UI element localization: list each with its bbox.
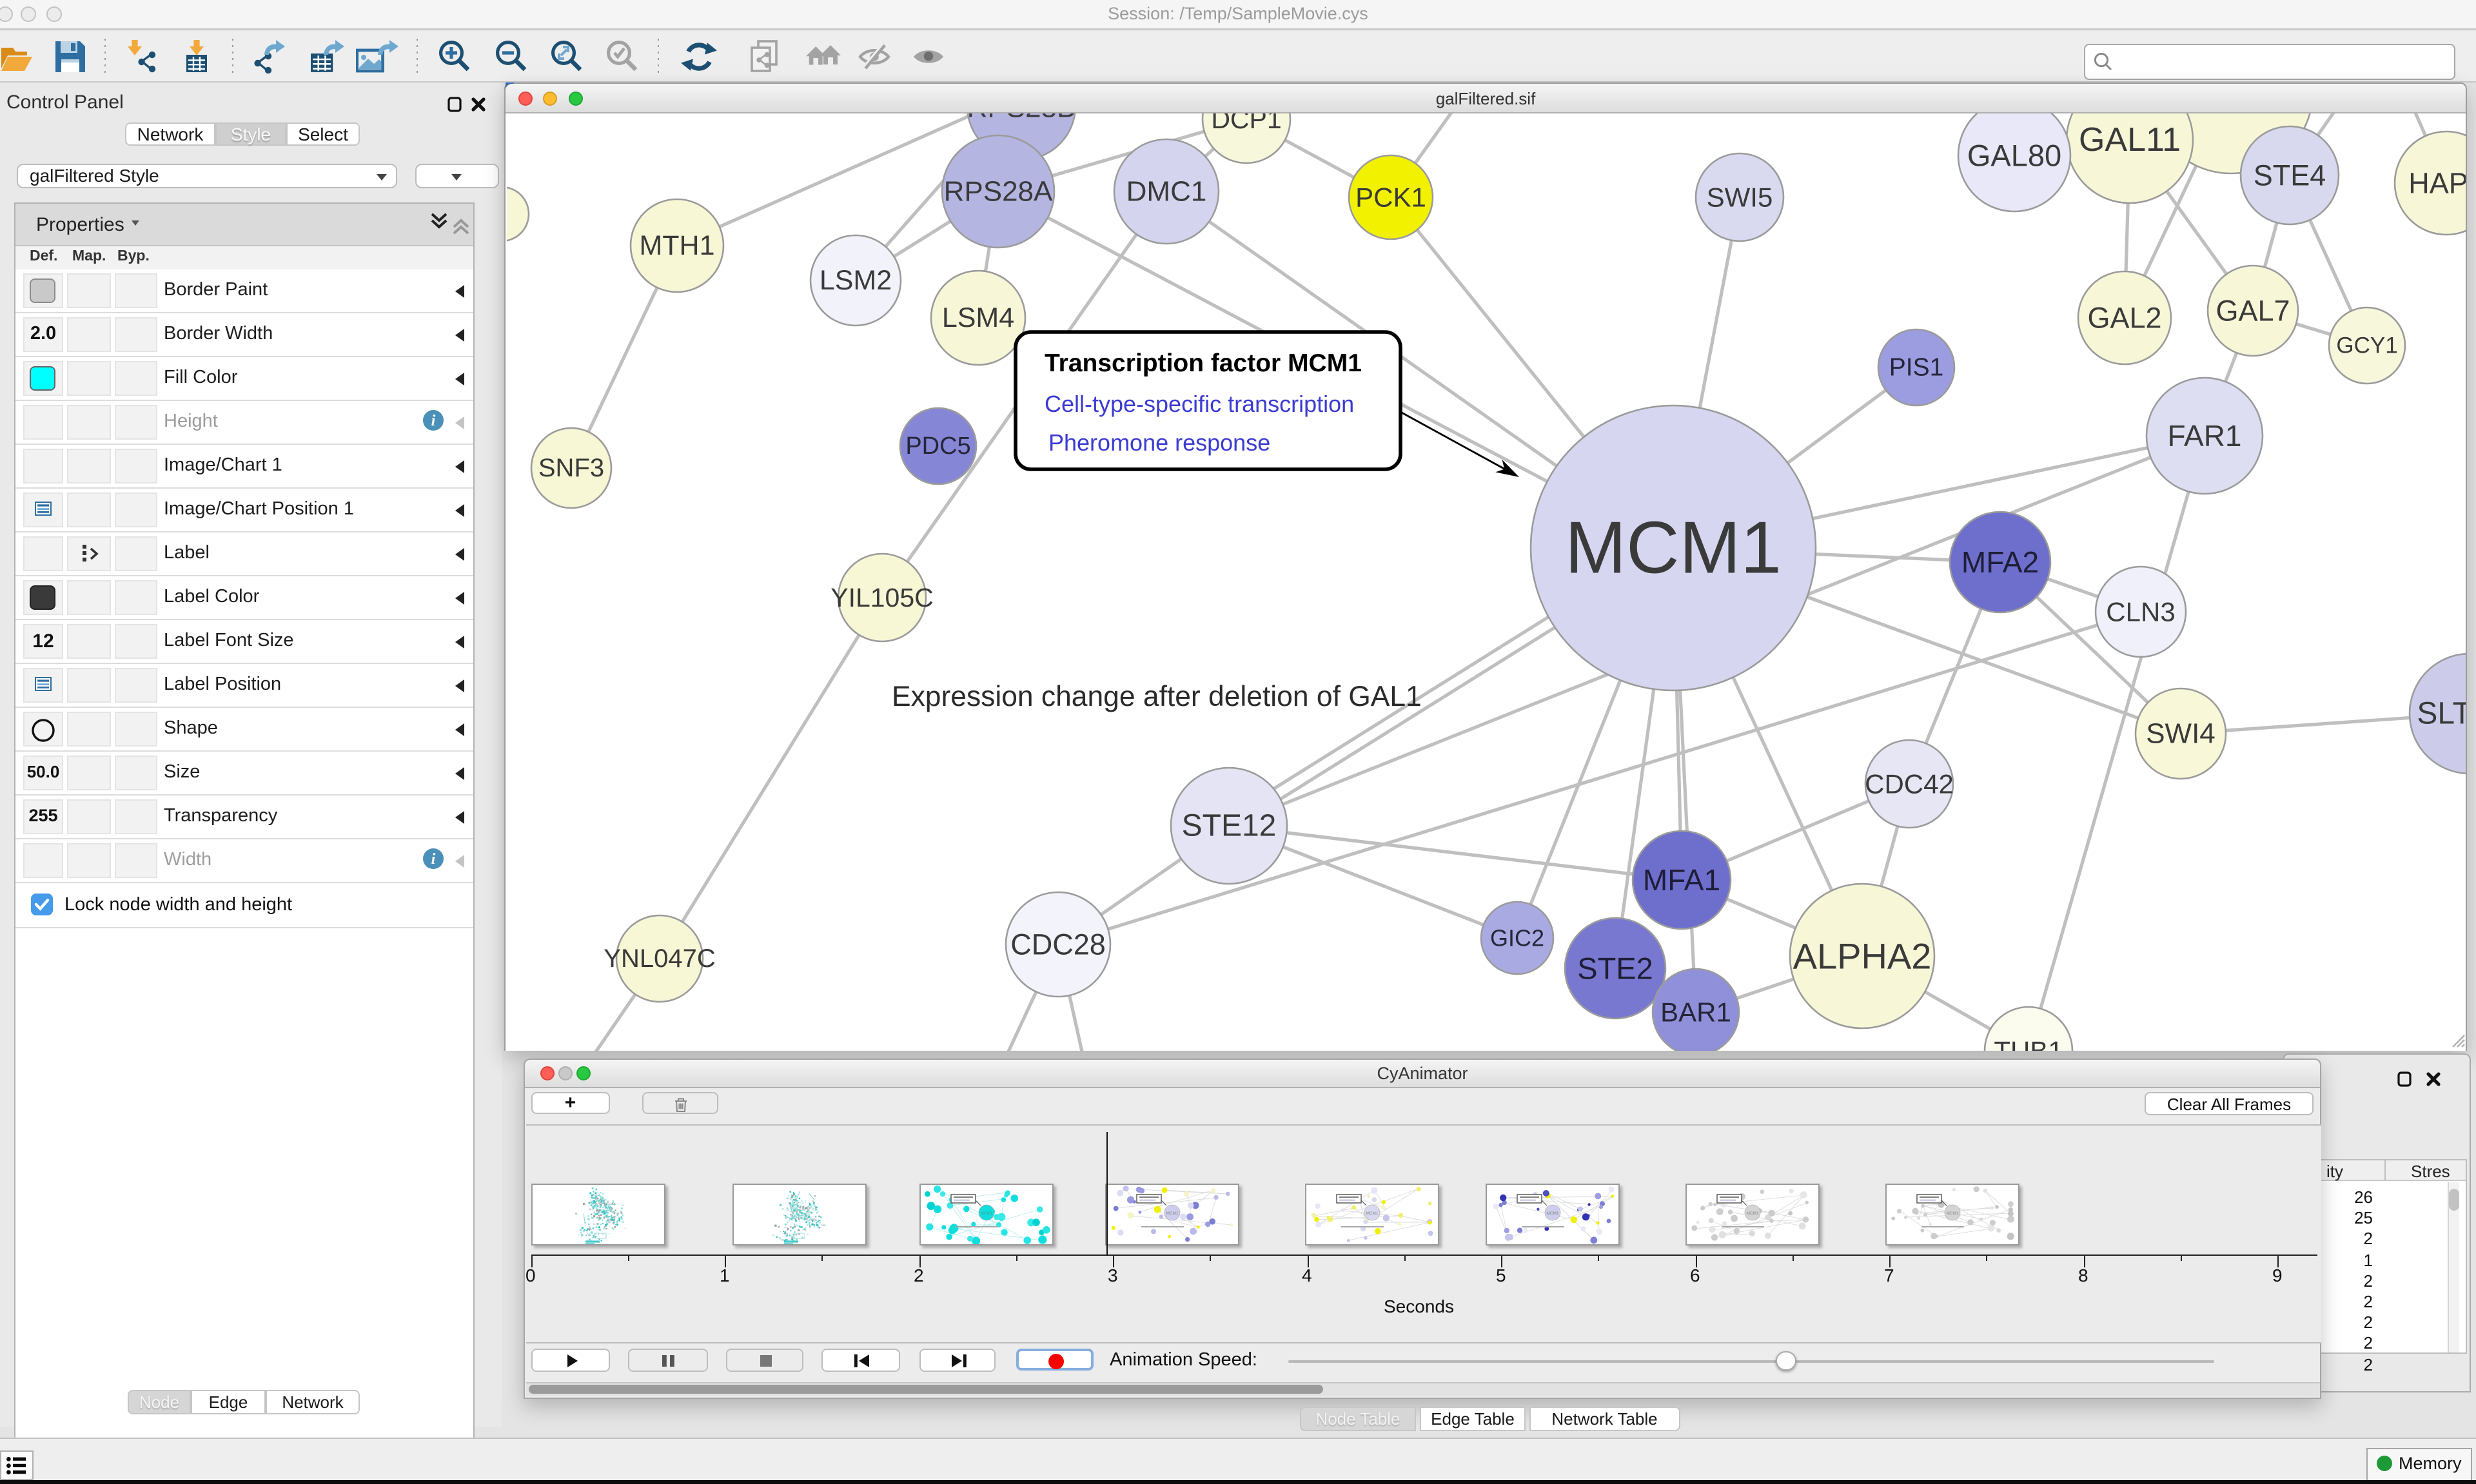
svg-text:GIC2: GIC2	[1490, 925, 1544, 952]
svg-text:Pheromone response: Pheromone response	[1048, 429, 1270, 456]
svg-text:Expression change after deleti: Expression change after deletion of GAL1	[892, 681, 1422, 712]
svg-text:PCK1: PCK1	[1355, 182, 1426, 213]
svg-text:Transcription factor MCM1: Transcription factor MCM1	[1045, 349, 1362, 377]
svg-text:MFA2: MFA2	[1961, 545, 2039, 579]
svg-text:YIL105C: YIL105C	[830, 583, 934, 612]
svg-text:GAL7: GAL7	[2216, 295, 2290, 327]
svg-text:GAL80: GAL80	[1967, 139, 2061, 173]
svg-text:STE12: STE12	[1182, 809, 1277, 843]
svg-text:SWI5: SWI5	[1707, 182, 1773, 213]
svg-text:RPS28A: RPS28A	[944, 176, 1053, 208]
svg-text:SNF3: SNF3	[538, 454, 604, 482]
svg-text:FAR1: FAR1	[2167, 419, 2241, 453]
svg-text:YNL047C: YNL047C	[604, 944, 715, 973]
svg-text:GAL11: GAL11	[2079, 121, 2181, 159]
svg-text:GAL2: GAL2	[2087, 302, 2161, 335]
svg-text:HAP2: HAP2	[2408, 167, 2466, 200]
svg-text:SLT2: SLT2	[2417, 697, 2466, 731]
svg-text:MCM1: MCM1	[1366, 1211, 1378, 1215]
svg-text:STE4: STE4	[2254, 159, 2326, 192]
svg-text:LSM2: LSM2	[820, 265, 892, 296]
svg-text:MCM1: MCM1	[1747, 1211, 1759, 1215]
svg-text:BAR1: BAR1	[1660, 997, 1731, 1028]
svg-text:Cell-type-specific transcripti: Cell-type-specific transcription	[1045, 391, 1354, 417]
svg-text:PIS1: PIS1	[1889, 354, 1944, 382]
svg-text:MFA1: MFA1	[1643, 863, 1720, 897]
svg-text:MCM1: MCM1	[1565, 507, 1782, 589]
svg-text:DCP1: DCP1	[1211, 113, 1281, 134]
svg-text:DMC1: DMC1	[1126, 176, 1207, 208]
svg-text:MCM1: MCM1	[1947, 1211, 1959, 1215]
svg-text:MCM1: MCM1	[980, 1211, 992, 1215]
svg-text:RPS28B: RPS28B	[967, 113, 1076, 124]
svg-text:CDC28: CDC28	[1010, 928, 1106, 961]
svg-text:GCY1: GCY1	[2336, 333, 2397, 358]
svg-text:CLN3: CLN3	[2106, 597, 2175, 627]
svg-text:CDC42: CDC42	[1865, 769, 1954, 799]
svg-text:MCM1: MCM1	[1166, 1211, 1179, 1215]
svg-text:TUB1: TUB1	[1994, 1036, 2063, 1051]
svg-text:MCM1: MCM1	[1547, 1211, 1559, 1215]
svg-text:MTH1: MTH1	[639, 230, 714, 261]
svg-text:LSM4: LSM4	[942, 302, 1014, 333]
svg-text:PDC5: PDC5	[905, 433, 970, 460]
svg-text:SWI4: SWI4	[2146, 718, 2216, 750]
svg-text:Memory: Memory	[2399, 1453, 2462, 1472]
svg-text:ALPHA2: ALPHA2	[1793, 936, 1932, 977]
svg-text:STE2: STE2	[1577, 952, 1653, 986]
